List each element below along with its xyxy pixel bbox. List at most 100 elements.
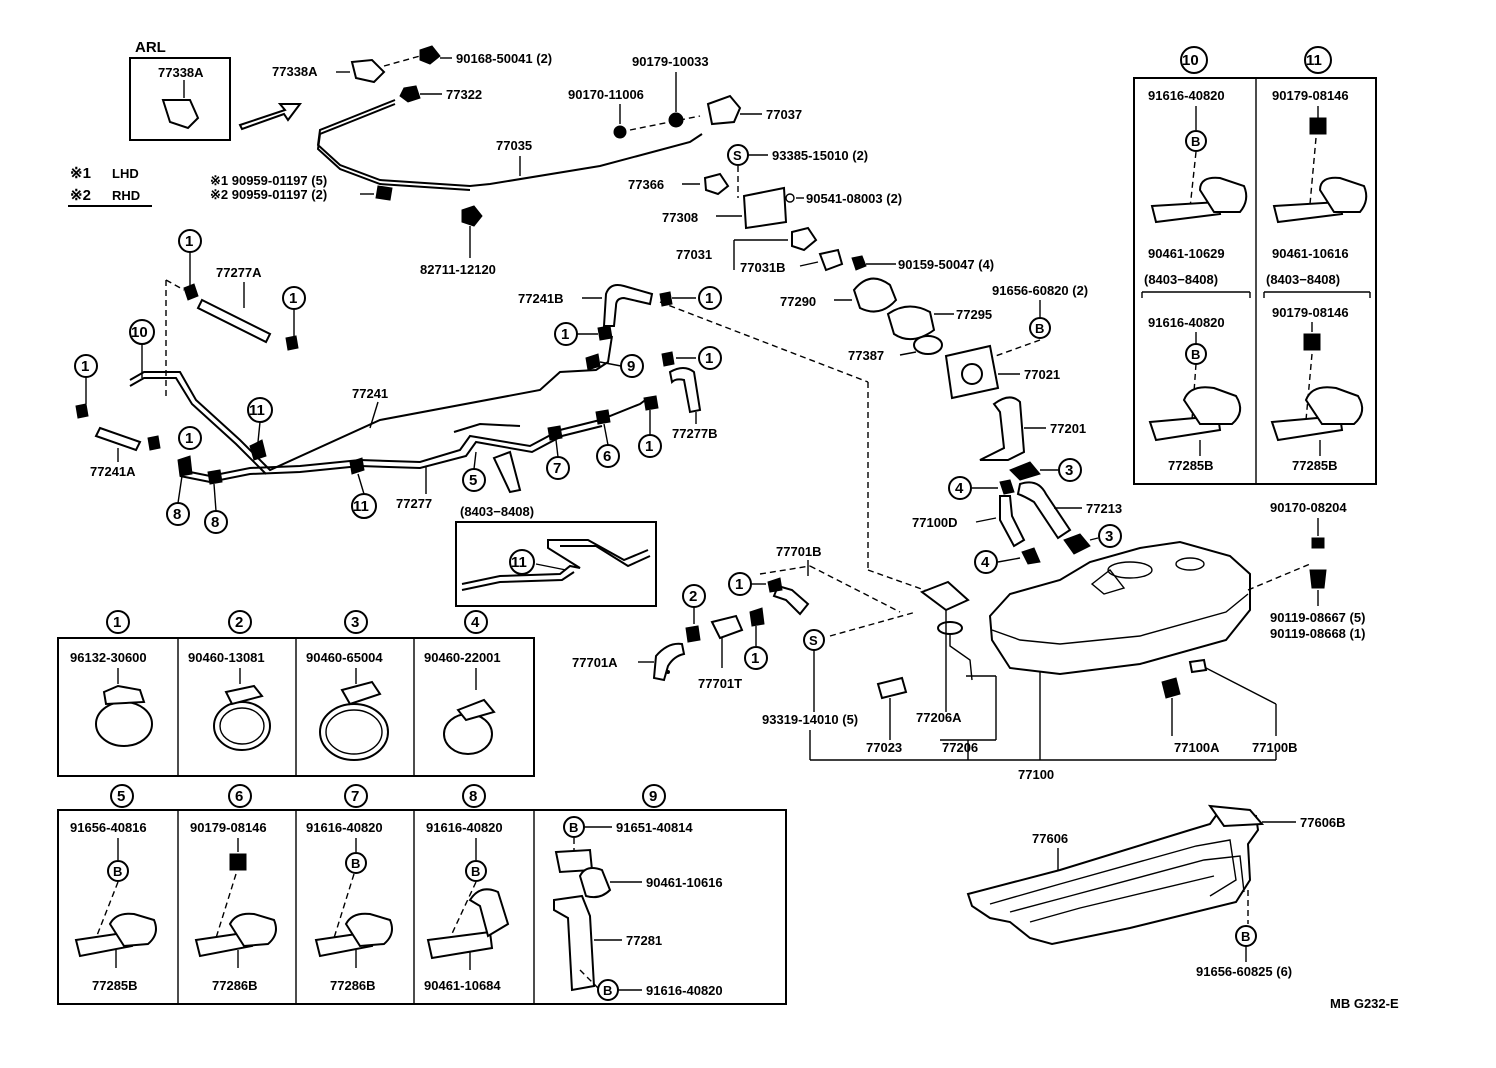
svg-text:90460-65004: 90460-65004 [306,650,383,665]
label-82711: 82711-12120 [420,262,496,277]
o-ring-icon [913,335,943,355]
label-77241A: 77241A [90,464,136,479]
band-bracket-77606B-icon [1207,804,1265,828]
legend: ※1 LHD ※2 RHD [68,165,152,207]
svg-text:B: B [1191,347,1200,362]
bracket-col-9: 9 B 91651-40814 90461-10616 77281 B 9161… [553,784,723,1001]
label-77031B: 77031B [740,260,786,275]
label-77241B: 77241B [518,291,564,306]
p10-range-label: (8403−8408) [1144,272,1218,287]
p10-clamp-2-icon [1182,386,1242,425]
callout-1h: 1 [698,346,722,370]
callout-9: 9 [599,354,644,378]
clamp-table: 1 96132-30600 2 90460-13081 3 90460-6500… [57,610,535,777]
svg-text:B: B [569,820,578,835]
filler-neck-cap-icon [791,226,818,252]
svg-text:8: 8 [211,514,219,531]
panel-11-header: 11 [1304,46,1332,74]
svg-text:B: B [1191,134,1200,149]
clamp-3a-icon [1009,461,1041,481]
callout-1d: 1 [178,426,202,450]
clamp-2-table-icon [213,701,271,751]
fuel-filler-group: S 93385-15010 (2) 77366 77308 90541-0800… [628,144,1088,593]
p11-bracket-label: 90461-10616 [1272,246,1349,261]
svg-text:5: 5 [117,788,125,805]
callout-1k: 1 [744,646,768,670]
label-77201: 77201 [1050,421,1086,436]
label-90541: 90541-08003 (2) [806,191,902,206]
svg-text:96132-30600: 96132-30600 [70,650,147,665]
s-mark-label: S [733,148,742,163]
callout-6: 6 [596,423,620,468]
label-77277: 77277 [396,496,432,511]
callouts: 1 1 10 1 11 1 8 8 11 5 7 6 1 1 9 1 1 11 … [74,229,1122,670]
stay-77281-icon [553,894,596,992]
cable-clip-icon [161,99,200,130]
clamp-3-table-icon [319,703,389,761]
callout-2: 2 [682,584,706,608]
breather-group: 77701B 77701T 77701A [572,544,901,691]
label-90170-11006: 90170-11006 [568,87,644,102]
label-93385: 93385-15010 (2) [772,148,868,163]
panel-10-header: 10 [1180,46,1208,74]
p11-clamp-icon [1318,176,1368,213]
label-77338A: 77338A [272,64,318,79]
callout-1e: 1 [638,410,662,458]
filler-pipe-icon [979,396,1026,461]
callout-11a: 11 [247,397,273,443]
range-pipe [461,539,649,585]
hose-77701A-icon [652,642,686,682]
label-90179-10033: 90179-10033 [632,54,709,69]
label-90959-b: ※2 90959-01197 (2) [210,187,327,202]
label-77387: 77387 [848,348,884,363]
hose-77241B-icon [602,284,654,327]
grommet-82711-icon [461,205,483,227]
bracket-col-8: 8 91616-40820 B 90461-10684 [424,784,510,993]
callout-1c: 1 [74,354,98,404]
callout-8a: 8 [166,475,190,526]
svg-text:1: 1 [735,576,743,593]
label-77023: 77023 [866,740,902,755]
p10-top-label: 91616-40820 [1148,88,1225,103]
label-77100: 77100 [1018,767,1054,782]
p11-nut-2-icon [1303,333,1321,351]
legend-rhd-mark: ※2 [70,187,91,204]
legend-rhd-label: RHD [112,188,140,203]
label-90959-a: ※1 90959-01197 (5) [210,173,327,188]
sender-plate-icon [876,676,908,700]
svg-text:1: 1 [645,438,653,455]
svg-text:77281: 77281 [626,933,662,948]
svg-text:8: 8 [173,506,181,523]
clamp-3b-icon [1063,533,1091,555]
clamp-col-3: 3 90460-65004 [306,610,389,761]
fuel-tank-group: 77213 77100D S 93319-14010 (5) 77023 772… [762,461,1365,782]
filler-neck-icon [852,277,898,313]
svg-text:6: 6 [603,448,611,465]
label-91656-60820: 91656-60820 (2) [992,283,1088,298]
hose-77241A-icon [94,426,142,452]
label-77277A: 77277A [216,265,262,280]
arl-inset: ARL 77338A [129,39,302,141]
gasket-77100B-icon [1188,658,1208,674]
fuel-lid-cable [316,99,703,188]
svg-text:1: 1 [751,650,759,667]
svg-text:77285B: 77285B [92,978,138,993]
b-mark-label: B [1035,321,1044,336]
label-91656-60825: 91656-60825 (6) [1196,964,1292,979]
arl-title: ARL [135,39,166,56]
label-77366: 77366 [628,177,664,192]
label-77100D: 77100D [912,515,958,530]
bracket-col-7: 7 91616-40820 B 77286B [306,784,393,993]
p11-bracket-icon [1272,200,1344,224]
svg-text:11: 11 [353,498,369,515]
svg-text:90461-10616: 90461-10616 [646,875,723,890]
p11-nut-icon [1309,117,1327,135]
p11-bottom-label: 77285B [1292,458,1338,473]
svg-text:10: 10 [131,324,148,341]
bracket-col-6: 6 90179-08146 77286B [190,784,277,993]
label-90168: 90168-50041 (2) [456,51,552,66]
label-77021: 77021 [1024,367,1060,382]
clamp-2-icon [685,625,701,643]
legend-lhd-label: LHD [112,166,139,181]
fuel-pipe-77241 [129,335,613,472]
